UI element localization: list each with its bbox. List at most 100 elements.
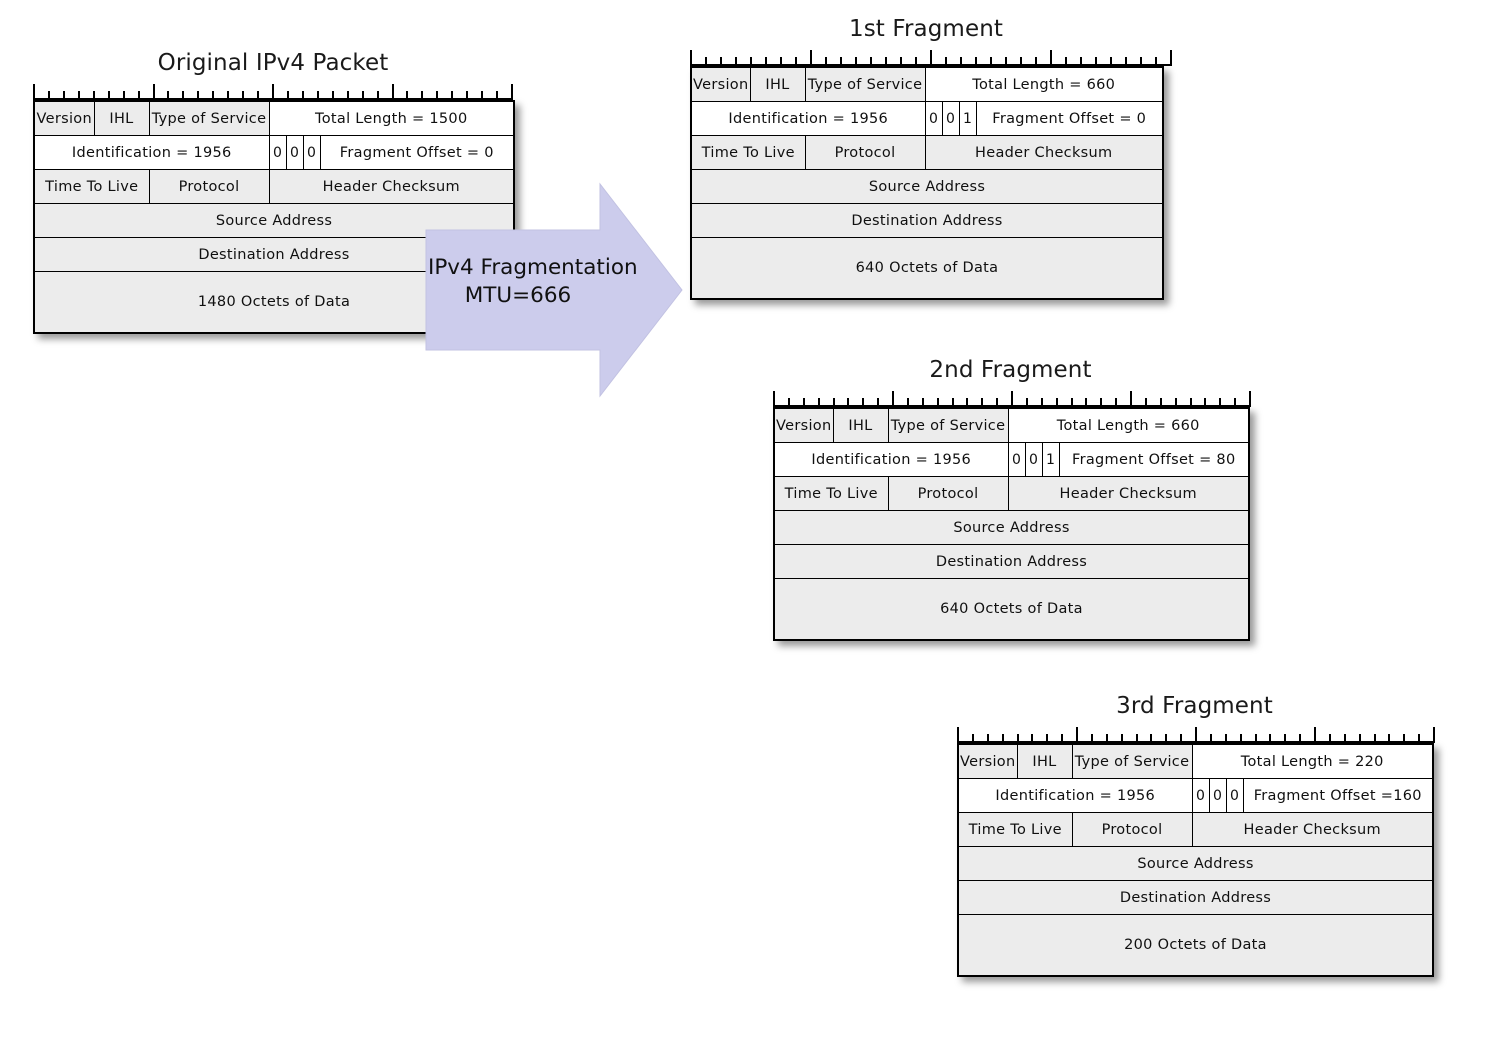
ruler-tick-minor — [1189, 398, 1192, 407]
field-destination-address: Destination Address — [773, 544, 1250, 579]
table-row: Source Address — [957, 846, 1434, 881]
ruler-tick-minor — [945, 57, 947, 66]
field-header-checksum: Header Checksum — [1007, 476, 1250, 511]
ruler-tick-minor — [847, 398, 850, 407]
ruler-tick-minor — [1343, 734, 1346, 743]
ruler-tick-minor — [212, 91, 215, 100]
ruler-tick-minor — [1269, 734, 1272, 743]
field-type-of-service: Type of Service — [148, 100, 270, 136]
ruler-tick-minor — [242, 91, 245, 100]
ruler-tick-major — [1076, 727, 1078, 743]
ruler-tick-minor — [936, 398, 939, 407]
field-ihl: IHL — [832, 407, 889, 443]
ruler-tick-minor — [1070, 398, 1073, 407]
ruler-tick-major — [1011, 391, 1013, 407]
ruler-tick-major — [1170, 50, 1172, 66]
field-identification: Identification = 1956 — [33, 135, 270, 170]
ruler-tick-minor — [1358, 734, 1361, 743]
fragmentation-arrow: IPv4 Fragmentation MTU=666 — [424, 182, 684, 398]
ruler-tick-minor — [316, 91, 319, 100]
ruler-tick-minor — [795, 57, 797, 66]
ruler-tick-minor — [915, 57, 917, 66]
ruler-tick-minor — [1046, 734, 1049, 743]
field-time-to-live: Time To Live — [690, 135, 806, 170]
field-payload-data: 200 Octets of Data — [957, 914, 1434, 977]
ruler-tick-minor — [167, 91, 170, 100]
ruler-tick-minor — [1140, 57, 1142, 66]
ruler-tick-minor — [900, 57, 902, 66]
field-source-address: Source Address — [773, 510, 1250, 545]
ruler-tick-minor — [1031, 734, 1034, 743]
field-payload-data: 640 Octets of Data — [690, 237, 1164, 300]
table-row: 640 Octets of Data — [773, 578, 1250, 641]
field-total-length: Total Length = 660 — [924, 66, 1164, 102]
ruler-tick-minor — [855, 57, 857, 66]
ruler-tick-minor — [960, 57, 962, 66]
ruler-tick-minor — [1284, 734, 1287, 743]
ruler-tick-minor — [951, 398, 954, 407]
table-row: Version IHL Type of Service Total Length… — [690, 66, 1164, 102]
ruler-tick-minor — [1020, 57, 1022, 66]
table-row: Version IHL Type of Service Total Length… — [33, 100, 515, 136]
bit-ruler-fragment2 — [773, 391, 1251, 407]
ruler-tick-minor — [77, 91, 80, 100]
field-header-checksum: Header Checksum — [268, 169, 515, 204]
packet-table-fragment3: Version IHL Type of Service Total Length… — [957, 743, 1434, 977]
ruler-tick-minor — [817, 398, 820, 407]
ruler-tick-minor — [1209, 734, 1212, 743]
ruler-tick-minor — [1254, 734, 1257, 743]
ruler-tick-minor — [197, 91, 200, 100]
field-identification: Identification = 1956 — [773, 442, 1009, 477]
field-fragment-offset: Fragment Offset = 0 — [975, 101, 1164, 136]
field-source-address: Source Address — [957, 846, 1434, 881]
table-row: Time To Live Protocol Header Checksum — [957, 812, 1434, 847]
field-ihl: IHL — [1016, 743, 1073, 779]
field-version: Version — [773, 407, 834, 443]
packet-fragment1: 1st Fragment Version IHL Type of Service… — [690, 18, 1172, 300]
ruler-tick-major — [957, 727, 959, 743]
ruler-tick-minor — [1005, 57, 1007, 66]
table-row: 200 Octets of Data — [957, 914, 1434, 977]
ruler-tick-minor — [496, 91, 499, 100]
field-protocol: Protocol — [887, 476, 1009, 511]
ruler-tick-minor — [971, 734, 974, 743]
ruler-tick-minor — [301, 91, 304, 100]
ruler-tick-minor — [1025, 398, 1028, 407]
ruler-tick-minor — [1040, 398, 1043, 407]
field-destination-address: Destination Address — [957, 880, 1434, 915]
table-row: Version IHL Type of Service Total Length… — [957, 743, 1434, 779]
ruler-tick-minor — [451, 91, 454, 100]
table-row: Time To Live Protocol Header Checksum — [690, 135, 1164, 170]
ruler-tick-minor — [1165, 734, 1168, 743]
packet-table-fragment1: Version IHL Type of Service Total Length… — [690, 66, 1164, 300]
ruler-tick-minor — [107, 91, 110, 100]
field-payload-data: 640 Octets of Data — [773, 578, 1250, 641]
ruler-tick-minor — [1085, 398, 1088, 407]
table-row: Identification = 1956 0 0 0 Fragment Off… — [957, 778, 1434, 813]
ruler-tick-minor — [787, 398, 790, 407]
flag-bit-dont-fragment: 0 — [1208, 778, 1227, 813]
table-row: Source Address — [773, 510, 1250, 545]
field-time-to-live: Time To Live — [33, 169, 150, 204]
ruler-tick-minor — [870, 57, 872, 66]
ruler-tick-minor — [780, 57, 782, 66]
field-ihl: IHL — [93, 100, 150, 136]
field-fragment-offset: Fragment Offset = 80 — [1058, 442, 1250, 477]
bit-ruler-original — [33, 84, 513, 100]
ruler-tick-major — [1050, 50, 1052, 66]
flag-bit-reserved: 0 — [268, 135, 287, 170]
ruler-tick-minor — [227, 91, 230, 100]
ruler-tick-minor — [990, 57, 992, 66]
ruler-tick-minor — [1174, 398, 1177, 407]
ruler-tick-minor — [1035, 57, 1037, 66]
field-source-address: Source Address — [33, 203, 515, 238]
flag-bit-dont-fragment: 0 — [941, 101, 960, 136]
field-version: Version — [33, 100, 95, 136]
ruler-tick-minor — [1224, 734, 1227, 743]
ruler-tick-minor — [802, 398, 805, 407]
field-time-to-live: Time To Live — [773, 476, 889, 511]
ruler-tick-minor — [1001, 734, 1004, 743]
ruler-tick-minor — [1373, 734, 1376, 743]
packet-table-fragment2: Version IHL Type of Service Total Length… — [773, 407, 1250, 641]
ruler-tick-major — [810, 50, 812, 66]
